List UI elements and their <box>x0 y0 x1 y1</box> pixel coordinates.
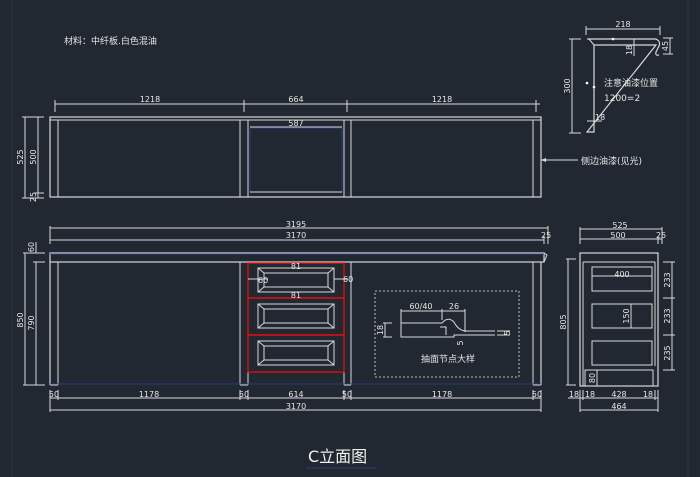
profile-top-thickness: 18 <box>625 45 634 55</box>
side-drawer-depth: 400 <box>614 270 629 279</box>
detail-dim-b: 26 <box>449 302 459 311</box>
side-paint-note: 侧边油漆(见光) <box>581 155 642 167</box>
profile-note-2: 1200=2 <box>604 94 640 104</box>
upper-opening-dim: 587 <box>288 119 303 128</box>
profile-detail: 218 18 45 300 18 注意油漆位置 1200=2 <box>563 20 673 134</box>
side-bottom-dim-2: 18 <box>585 390 595 399</box>
profile-point <box>611 37 615 41</box>
lower-top-thickness: 60 <box>27 242 36 252</box>
leader-arrow-icon <box>541 158 546 162</box>
drawer-gap-top: 81 <box>291 262 301 271</box>
upper-height-body: 500 <box>29 149 38 164</box>
side-bottom-dim-3: 428 <box>611 390 626 399</box>
panel-outer <box>257 303 335 329</box>
profile-point <box>585 81 589 85</box>
lower-right-offset: 25 <box>541 231 551 240</box>
profile-point <box>592 85 596 89</box>
drawer-2-panel <box>257 303 335 329</box>
upper-dim-left: 1218 <box>140 95 160 104</box>
detail-dim-d: 5 <box>503 330 512 335</box>
panel-inner <box>263 345 329 361</box>
side-drawer-2 <box>591 303 653 329</box>
side-plinth <box>584 369 654 387</box>
bottom-dim-7: 50 <box>532 390 542 399</box>
drawer-gap-mid: 81 <box>291 291 301 300</box>
countertop-edge <box>543 252 548 263</box>
side-bottom-dim-1: 18 <box>569 390 579 399</box>
panel-bevel <box>257 340 335 366</box>
side-overhang: 25 <box>656 231 666 240</box>
side-height: 805 <box>559 314 568 329</box>
detail-label: 抽面节点大样 <box>421 353 475 365</box>
side-drawer-3 <box>591 340 653 366</box>
drawer-3-panel <box>257 340 335 366</box>
side-plinth-height: 80 <box>588 373 597 383</box>
profile-bottom-thickness: 18 <box>595 113 605 122</box>
panel-bevel <box>257 267 335 293</box>
profile-height: 300 <box>563 78 572 93</box>
side-depth-total: 525 <box>612 221 627 230</box>
profile-l-shape <box>585 38 661 133</box>
detail-thickness: 18 <box>376 325 385 335</box>
bottom-total: 3170 <box>286 402 306 411</box>
lower-height-body: 790 <box>27 315 36 330</box>
detail-dim-c: 5 <box>456 340 465 345</box>
bottom-dim-6: 1178 <box>432 390 452 399</box>
bottom-dim-3: 50 <box>239 390 249 399</box>
bottom-dim-1: 50 <box>49 390 59 399</box>
material-note: 材料：中纤板.白色混油 <box>64 35 157 47</box>
upper-height-total: 525 <box>16 149 25 164</box>
drawer-side-left: 60 <box>258 276 268 285</box>
side-drawer-height-1: 233 <box>663 272 672 287</box>
panel-outer <box>257 267 335 293</box>
upper-opening <box>249 127 343 193</box>
upper-dim-right: 1218 <box>432 95 452 104</box>
panel-outer <box>257 340 335 366</box>
detail-profile <box>400 318 495 338</box>
lower-countertop <box>49 252 545 263</box>
side-drawer-height-3: 235 <box>663 345 672 360</box>
side-depth-body: 500 <box>610 231 625 240</box>
lower-body-width: 3170 <box>286 231 306 240</box>
side-drawer-mid: 150 <box>622 308 631 323</box>
drawer-3 <box>247 334 345 373</box>
panel-inner <box>263 272 329 288</box>
lower-height-total: 850 <box>16 312 25 327</box>
upper-cabinet-body <box>49 116 542 198</box>
panel-inner <box>263 308 329 324</box>
detail-dim-a: 60/40 <box>409 302 432 311</box>
profile-note-1: 注意油漆位置 <box>604 77 658 89</box>
side-drawer-height-2: 233 <box>663 308 672 323</box>
upper-cabinet-elevation: 1218 664 1218 587 525 500 25 侧边油漆(见光) <box>16 95 642 202</box>
profile-width: 218 <box>615 20 630 29</box>
upper-bottom-gap: 25 <box>29 192 38 202</box>
bottom-dim-4: 614 <box>288 390 303 399</box>
drawing-title: C立面图 <box>308 447 367 466</box>
profile-lip: 45 <box>661 41 670 51</box>
drawer-section-detail: 60/40 26 18 5 5 抽面节点大样 <box>374 290 520 378</box>
side-view: 525 500 25 400 150 80 805 233 233 235 <box>559 221 675 412</box>
panel-bevel <box>257 303 335 329</box>
side-bottom-total: 464 <box>611 402 626 411</box>
side-bottom-dim-4: 18 <box>643 390 653 399</box>
bottom-dim-2: 1178 <box>139 390 159 399</box>
bottom-dim-5: 50 <box>342 390 352 399</box>
upper-dim-center: 664 <box>288 95 303 104</box>
side-drawer-1 <box>591 266 653 292</box>
detail-boundary <box>374 290 520 378</box>
drawer-side-right: 60 <box>343 275 353 284</box>
profile-miter <box>588 38 595 46</box>
lower-cabinet-elevation: 3195 3170 25 <box>16 220 551 412</box>
drawer-1-panel <box>257 267 335 293</box>
lower-overall-width: 3195 <box>286 220 306 229</box>
